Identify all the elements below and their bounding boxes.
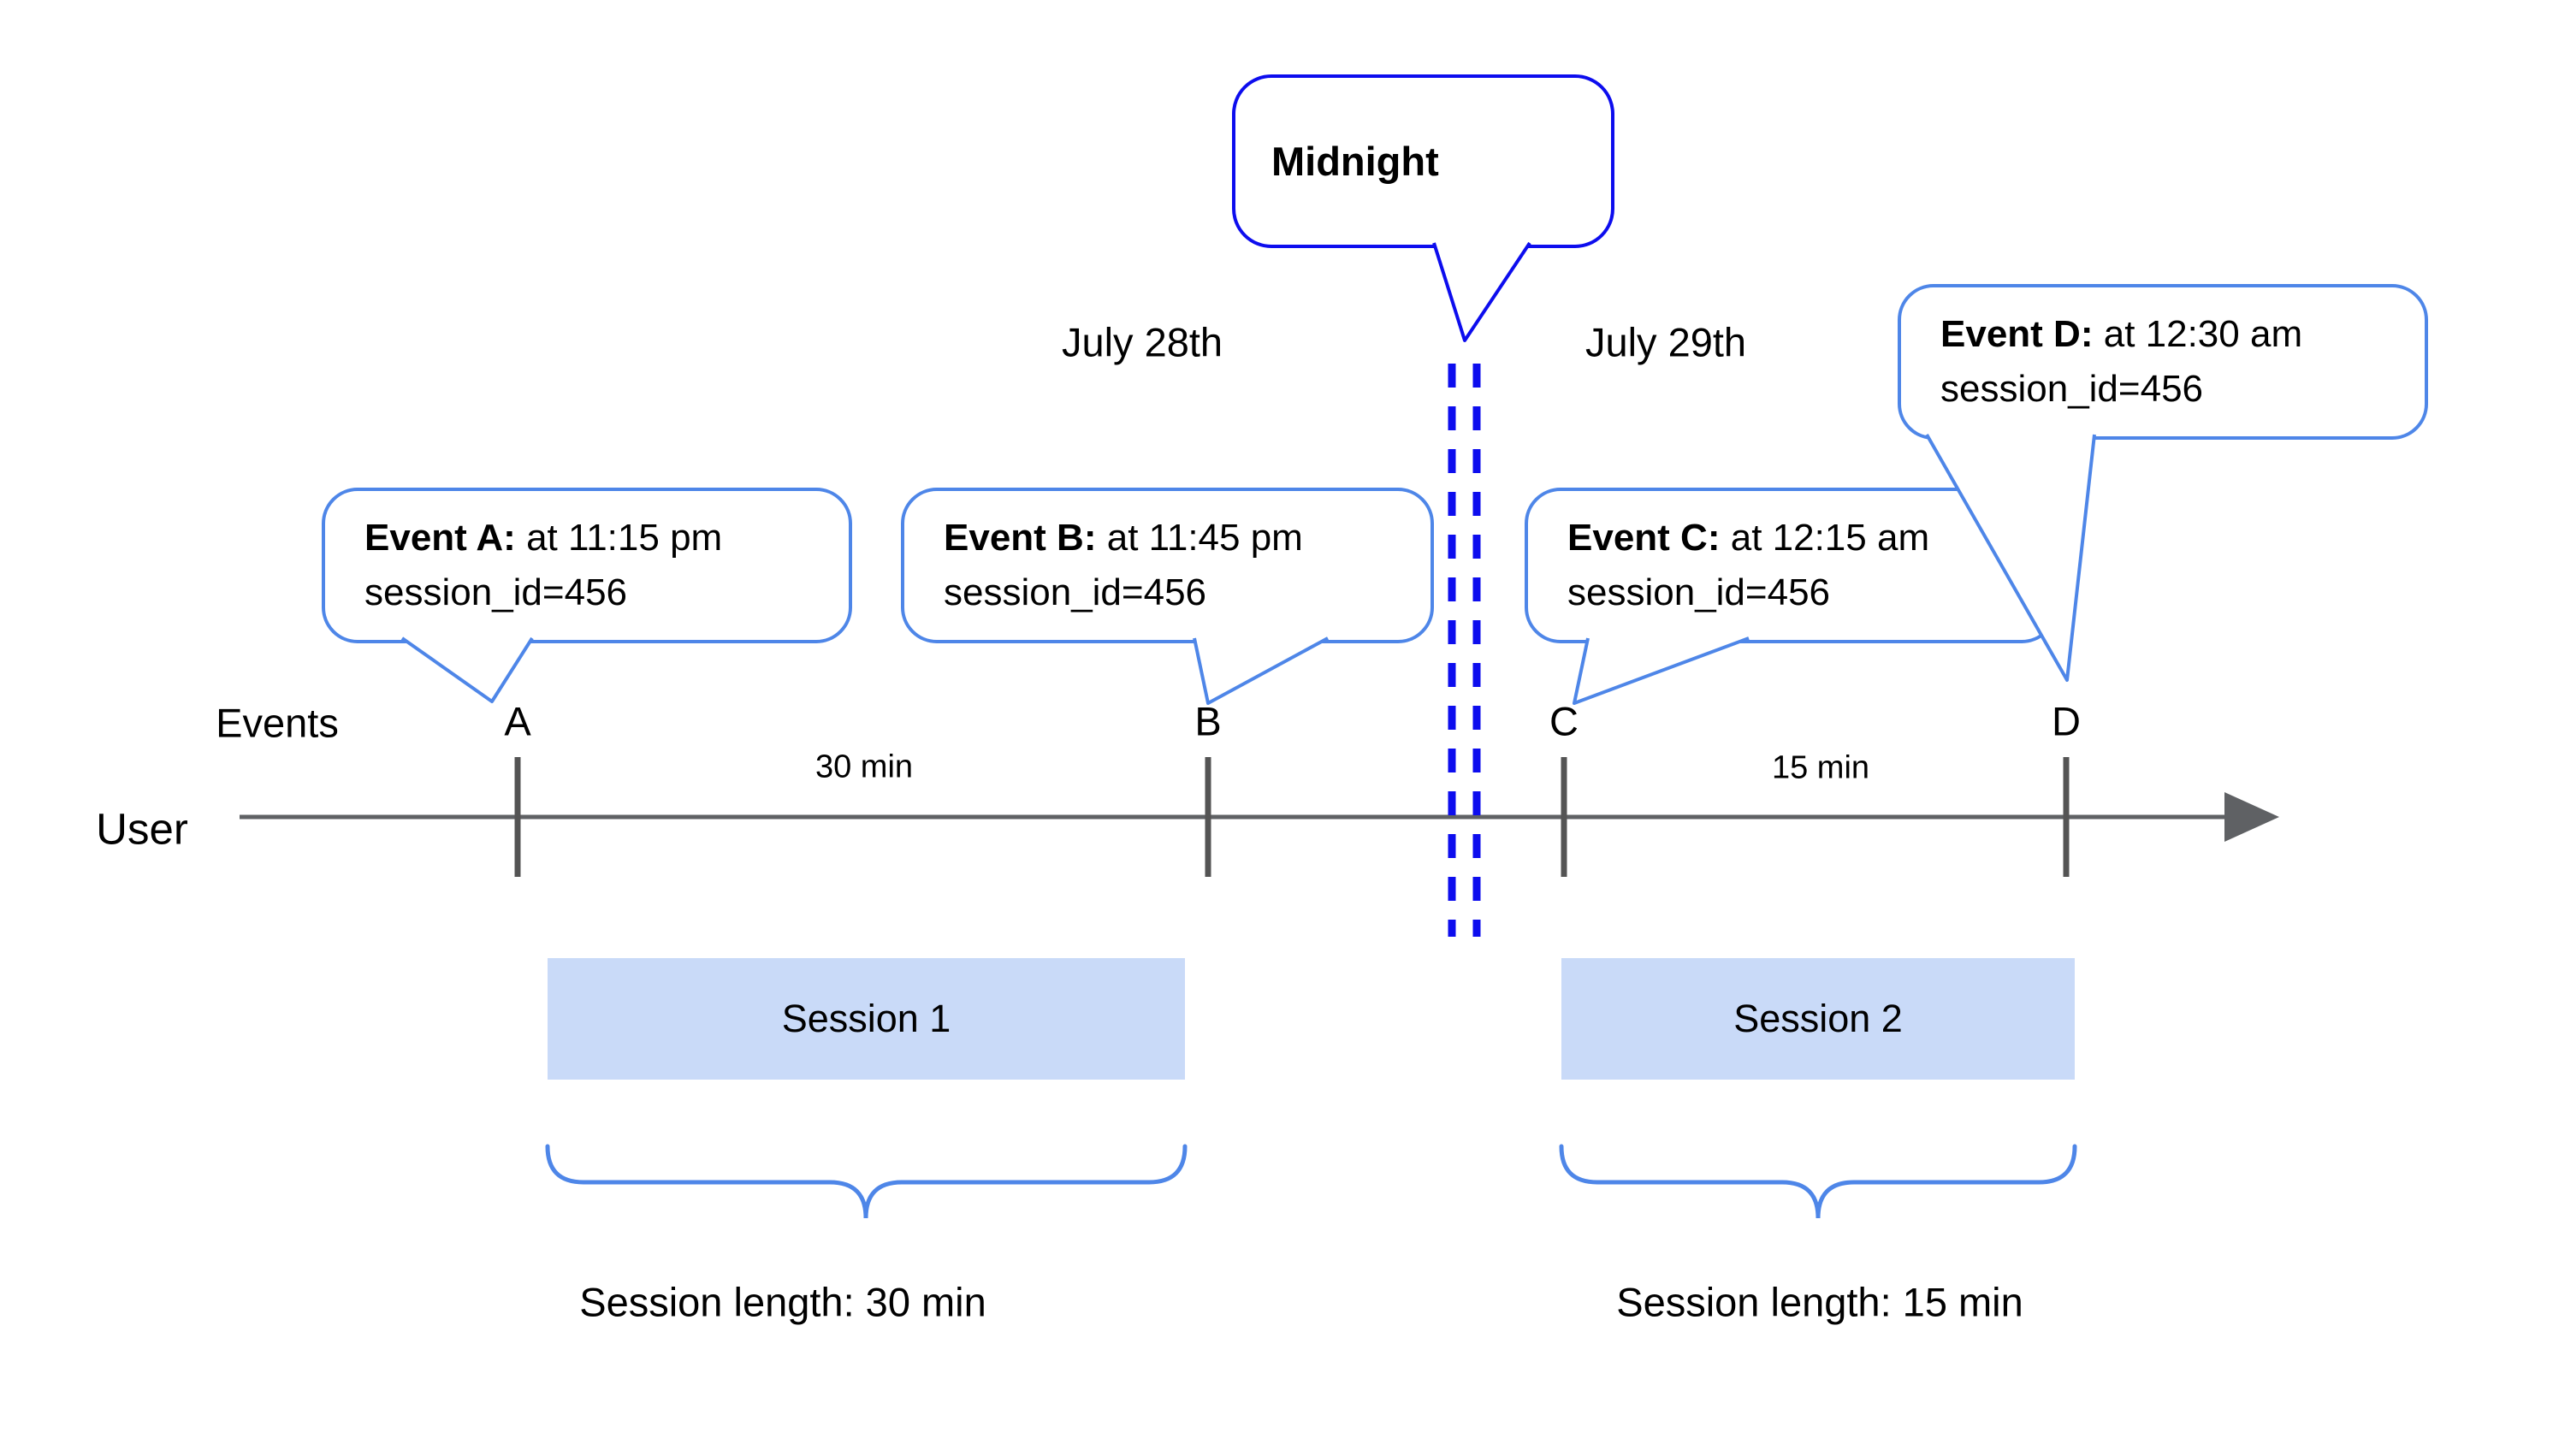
session-1-label: Session 1 — [781, 997, 951, 1040]
session-1-length-label: Session length: 30 min — [579, 1279, 986, 1325]
tick-label-c: C — [1549, 698, 1579, 744]
event-d-callout-line2: session_id=456 — [1940, 368, 2204, 410]
date-label-july-29: July 29th — [1585, 319, 1747, 365]
session-2-box: Session 2 — [1561, 958, 2075, 1080]
midnight-callout: Midnight — [1232, 74, 1614, 248]
event-c-callout: Event C: at 12:15 am session_id=456 — [1525, 488, 2058, 643]
midnight-callout-label: Midnight — [1271, 138, 1439, 184]
session-1-box: Session 1 — [548, 958, 1185, 1080]
event-c-callout-line2: session_id=456 — [1567, 571, 1831, 613]
gap-label-15-min: 15 min — [1771, 749, 1870, 786]
session-1-brace — [545, 1144, 1188, 1219]
gap-label-30-min: 30 min — [814, 749, 914, 785]
event-a-callout-line1: Event A: at 11:15 pm — [364, 517, 723, 559]
date-label-july-28: July 28th — [1061, 319, 1223, 365]
midnight-callout-pointer — [1432, 241, 1531, 342]
event-c-callout-line1: Event C: at 12:15 am — [1567, 517, 1930, 559]
event-c-callout-tail — [1573, 636, 1750, 705]
event-d-callout: Event D: at 12:30 am session_id=456 — [1898, 284, 2428, 440]
session-2-length-label: Session length: 15 min — [1616, 1279, 2023, 1325]
event-d-callout-line1: Event D: at 12:30 am — [1940, 313, 2303, 355]
event-a-callout-line2: session_id=456 — [364, 571, 628, 613]
event-a-callout-tail — [400, 636, 534, 703]
tick-label-b: B — [1194, 698, 1222, 744]
user-row-label: User — [96, 804, 188, 854]
tick-label-d: D — [2052, 698, 2081, 744]
event-b-callout-line1: Event B: at 11:45 pm — [944, 517, 1303, 559]
event-a-callout: Event A: at 11:15 pm session_id=456 — [322, 488, 852, 643]
events-row-label: Events — [216, 700, 339, 746]
session-2-label: Session 2 — [1733, 997, 1903, 1040]
event-b-callout: Event B: at 11:45 pm session_id=456 — [901, 488, 1434, 643]
event-b-callout-tail — [1193, 636, 1329, 705]
event-b-callout-line2: session_id=456 — [944, 571, 1207, 613]
tick-label-a: A — [504, 698, 531, 744]
session-2-brace — [1559, 1144, 2077, 1219]
timeline-arrowhead-icon — [2224, 792, 2279, 842]
